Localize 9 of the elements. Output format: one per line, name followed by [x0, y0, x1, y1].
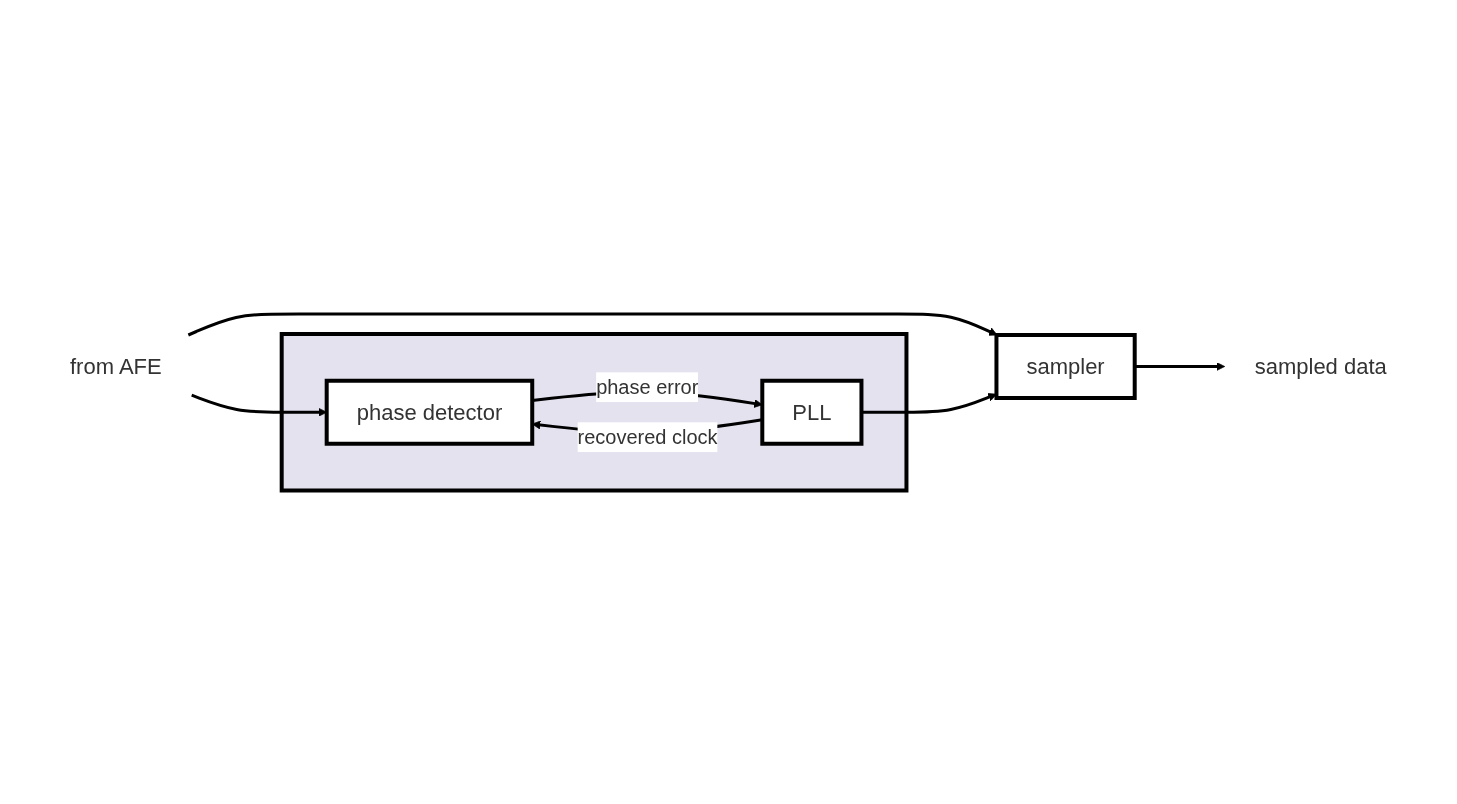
node-text: sampled data [1254, 353, 1387, 379]
node-text: from AFE [70, 353, 162, 379]
cluster [279, 331, 909, 493]
node-box: PLL [760, 378, 864, 446]
edge-label: phase error [596, 376, 699, 398]
node-box: sampler [994, 332, 1137, 400]
arrow [187, 312, 998, 337]
edge-label: recovered clock [577, 425, 718, 448]
node-box: phase detector [324, 378, 535, 446]
